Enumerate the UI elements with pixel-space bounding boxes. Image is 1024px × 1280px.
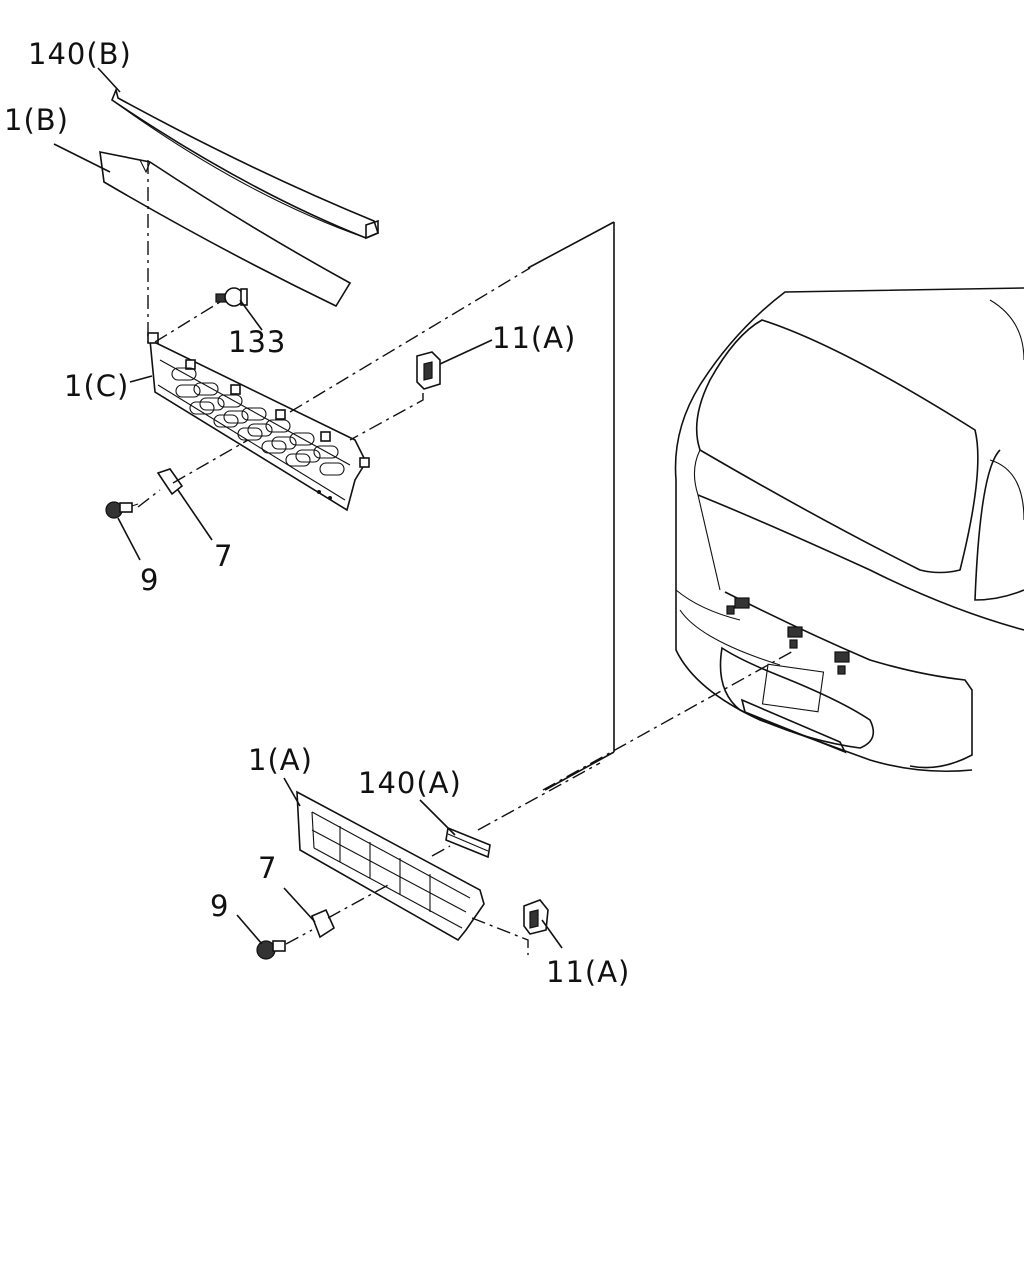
molding-140a	[445, 826, 491, 859]
clip-11a-lower	[523, 899, 549, 935]
grille-1a	[296, 790, 485, 942]
vehicle-front	[674, 287, 1024, 773]
label-140b: 140(B)	[28, 37, 132, 71]
label-9-lower: 9	[210, 889, 229, 923]
label-1b: 1(B)	[4, 103, 69, 137]
garnish-1b	[99, 150, 352, 308]
leader-lines	[53, 67, 563, 949]
label-7-upper: 7	[214, 539, 233, 573]
bracket-7-lower	[310, 908, 336, 939]
guide-lines	[137, 160, 796, 955]
label-9-upper: 9	[140, 563, 159, 597]
panel-outline	[527, 221, 615, 791]
label-133: 133	[228, 325, 286, 359]
label-11a-upper: 11(A)	[492, 321, 576, 355]
molding-140b	[111, 87, 379, 240]
clip-11a-upper	[416, 351, 441, 390]
label-140a: 140(A)	[358, 766, 462, 800]
label-11a-lower: 11(A)	[546, 955, 630, 989]
bolt-9-upper	[105, 501, 139, 519]
bolt-9-lower	[256, 940, 286, 960]
label-7-lower: 7	[258, 851, 277, 885]
label-1a: 1(A)	[248, 743, 313, 777]
bracket-7-upper	[156, 468, 184, 496]
label-1c: 1(C)	[64, 369, 129, 403]
grille-1c	[147, 332, 370, 512]
